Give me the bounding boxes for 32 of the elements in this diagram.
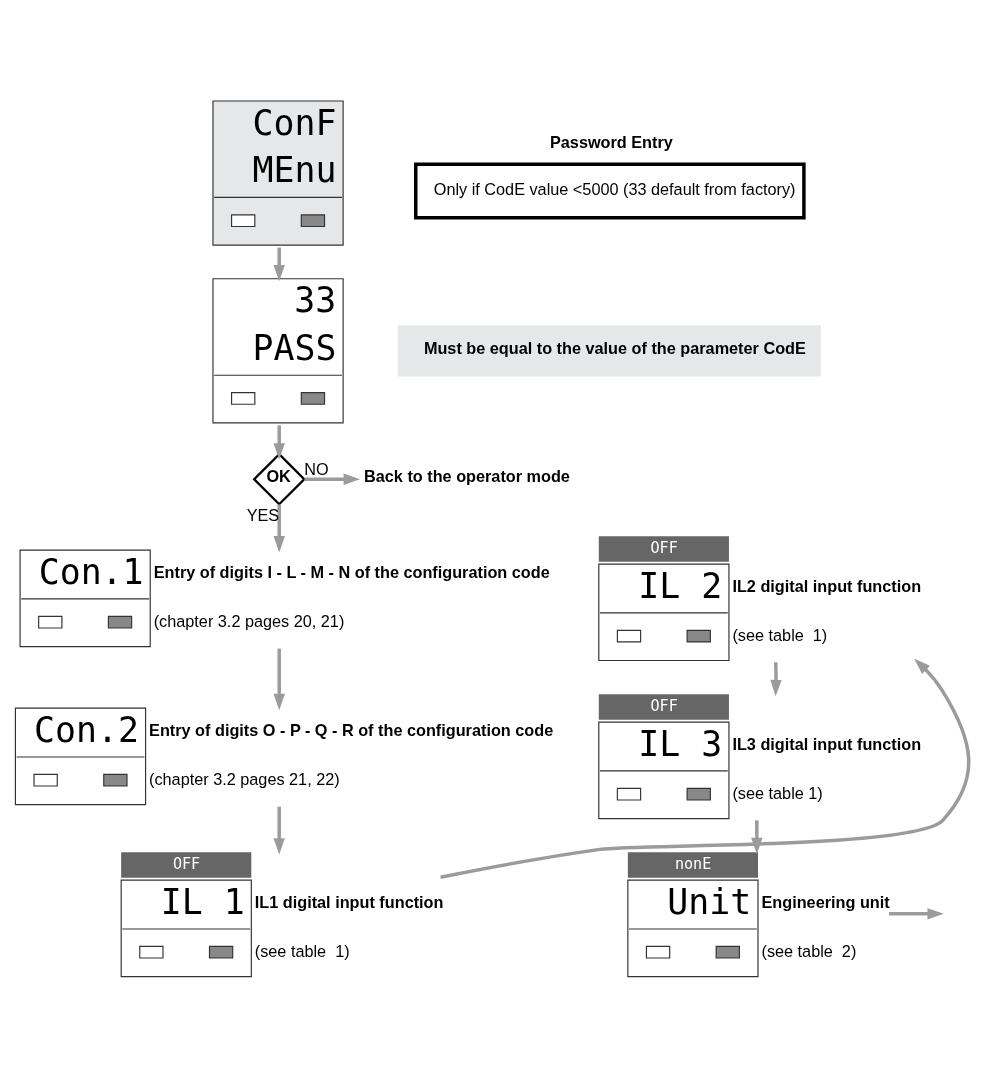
- edge-label: NO: [304, 459, 329, 478]
- node-box: Must be equal to the value of the parameter CodE: [397, 324, 821, 376]
- arrow: [440, 658, 971, 879]
- node-label: (chapter 3.2 pages 21, 22): [149, 769, 340, 788]
- node-label: (see table 1): [732, 625, 828, 644]
- node-label: IL2 digital input function: [732, 576, 922, 595]
- arrow: [770, 661, 782, 696]
- arrow: [273, 424, 285, 459]
- node-label: (see table 1): [732, 783, 823, 802]
- node-label: nonE: [674, 854, 712, 873]
- node-label: IL3 digital input function: [732, 734, 922, 753]
- arrow: [273, 806, 285, 854]
- arrow: [273, 247, 285, 281]
- node-label: Entry of digits O - P - Q - R of the configuration code: [149, 720, 554, 739]
- arrow: [273, 503, 285, 552]
- node-box: Only if CodE value <5000 (33 default from factory): [414, 162, 806, 219]
- node-label: (see table 1): [254, 941, 350, 960]
- node-label: (see table 2): [761, 941, 857, 960]
- node-label: Engineering unit: [761, 892, 890, 911]
- node-label: OFF: [650, 538, 678, 557]
- node-label: (chapter 3.2 pages 20, 21): [153, 611, 345, 630]
- node-diamond: OK: [252, 452, 306, 506]
- node-label: Entry of digits I - L - M - N of the configuration code: [153, 562, 550, 581]
- node-label: OFF: [172, 854, 201, 873]
- node-label: OFF: [650, 696, 678, 715]
- arrow: [273, 648, 285, 710]
- edge-label: YES: [246, 505, 280, 524]
- node-label: IL1 digital input function: [254, 892, 444, 911]
- node-label: Password Entry: [549, 132, 673, 151]
- node-text: Back to the operator mode: [364, 466, 570, 485]
- arrow: [889, 907, 944, 920]
- arrow: [304, 473, 360, 485]
